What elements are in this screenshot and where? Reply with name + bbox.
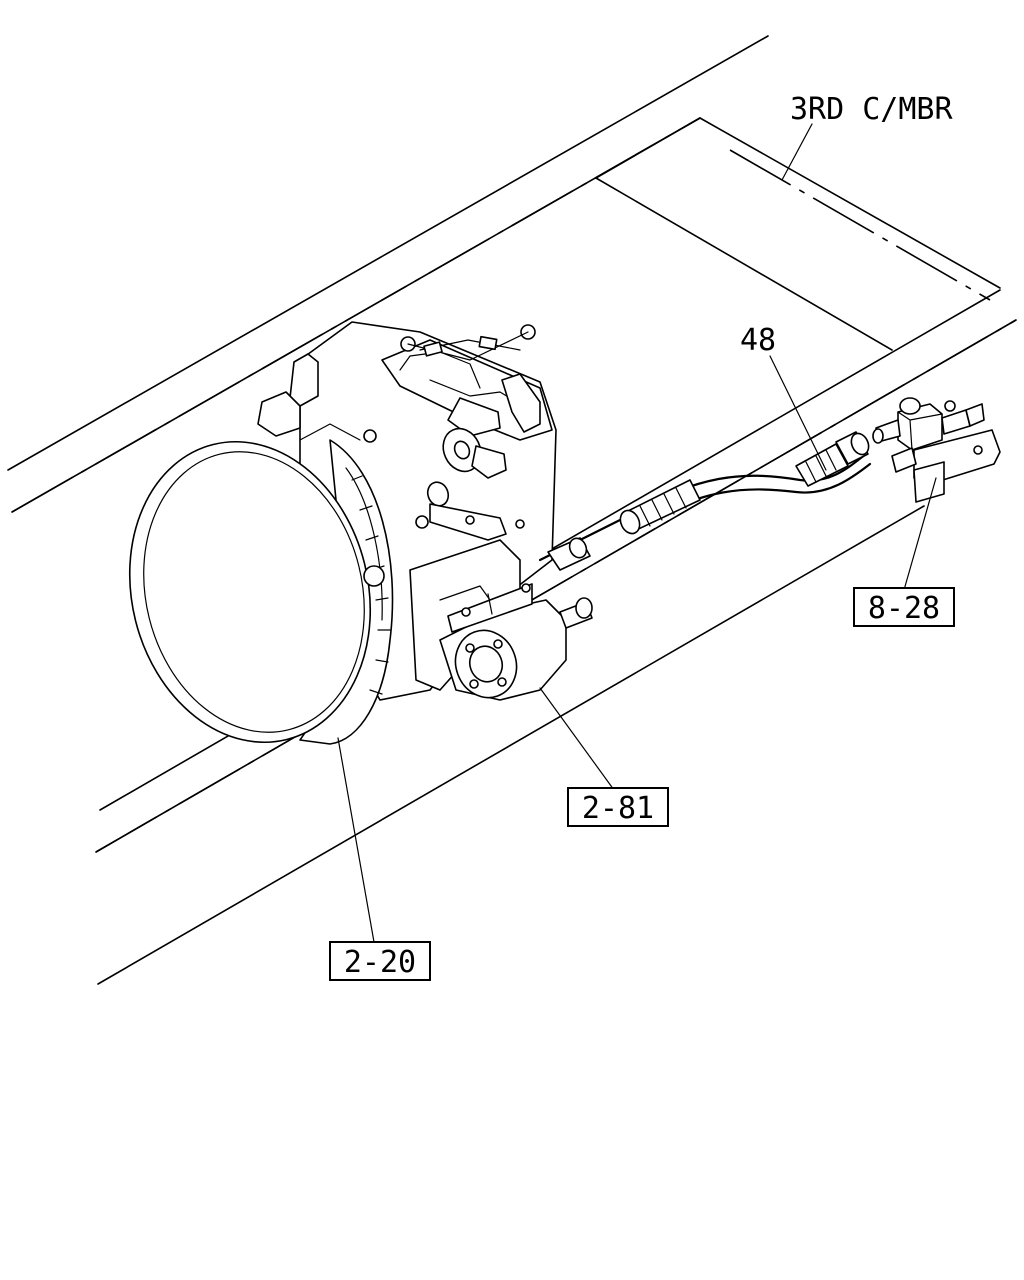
callout-valve-label: 8-28 — [868, 591, 940, 626]
leader-lines — [337, 123, 937, 943]
callout-pump-label: 2-81 — [582, 791, 654, 826]
leader-member — [781, 123, 813, 181]
valve-assembly — [872, 397, 1001, 503]
callout-member-label: 3RD C/MBR — [790, 92, 953, 127]
clutch-housing — [128, 439, 394, 745]
leader-transmission — [337, 737, 375, 943]
callout-hose-label: 48 — [740, 323, 776, 358]
frame-rail-top — [7, 35, 769, 513]
callout-transmission-box[interactable]: 2-20 — [329, 941, 431, 981]
hose-assembly — [538, 431, 872, 571]
leader-pump — [539, 687, 615, 791]
callout-valve-box[interactable]: 8-28 — [853, 587, 955, 627]
callout-transmission-label: 2-20 — [344, 945, 416, 980]
third-cross-member — [595, 117, 1001, 351]
leader-hose — [769, 355, 827, 471]
leader-valve — [903, 477, 937, 591]
callout-pump-box[interactable]: 2-81 — [567, 787, 669, 827]
pto-pump-unit — [439, 583, 593, 701]
